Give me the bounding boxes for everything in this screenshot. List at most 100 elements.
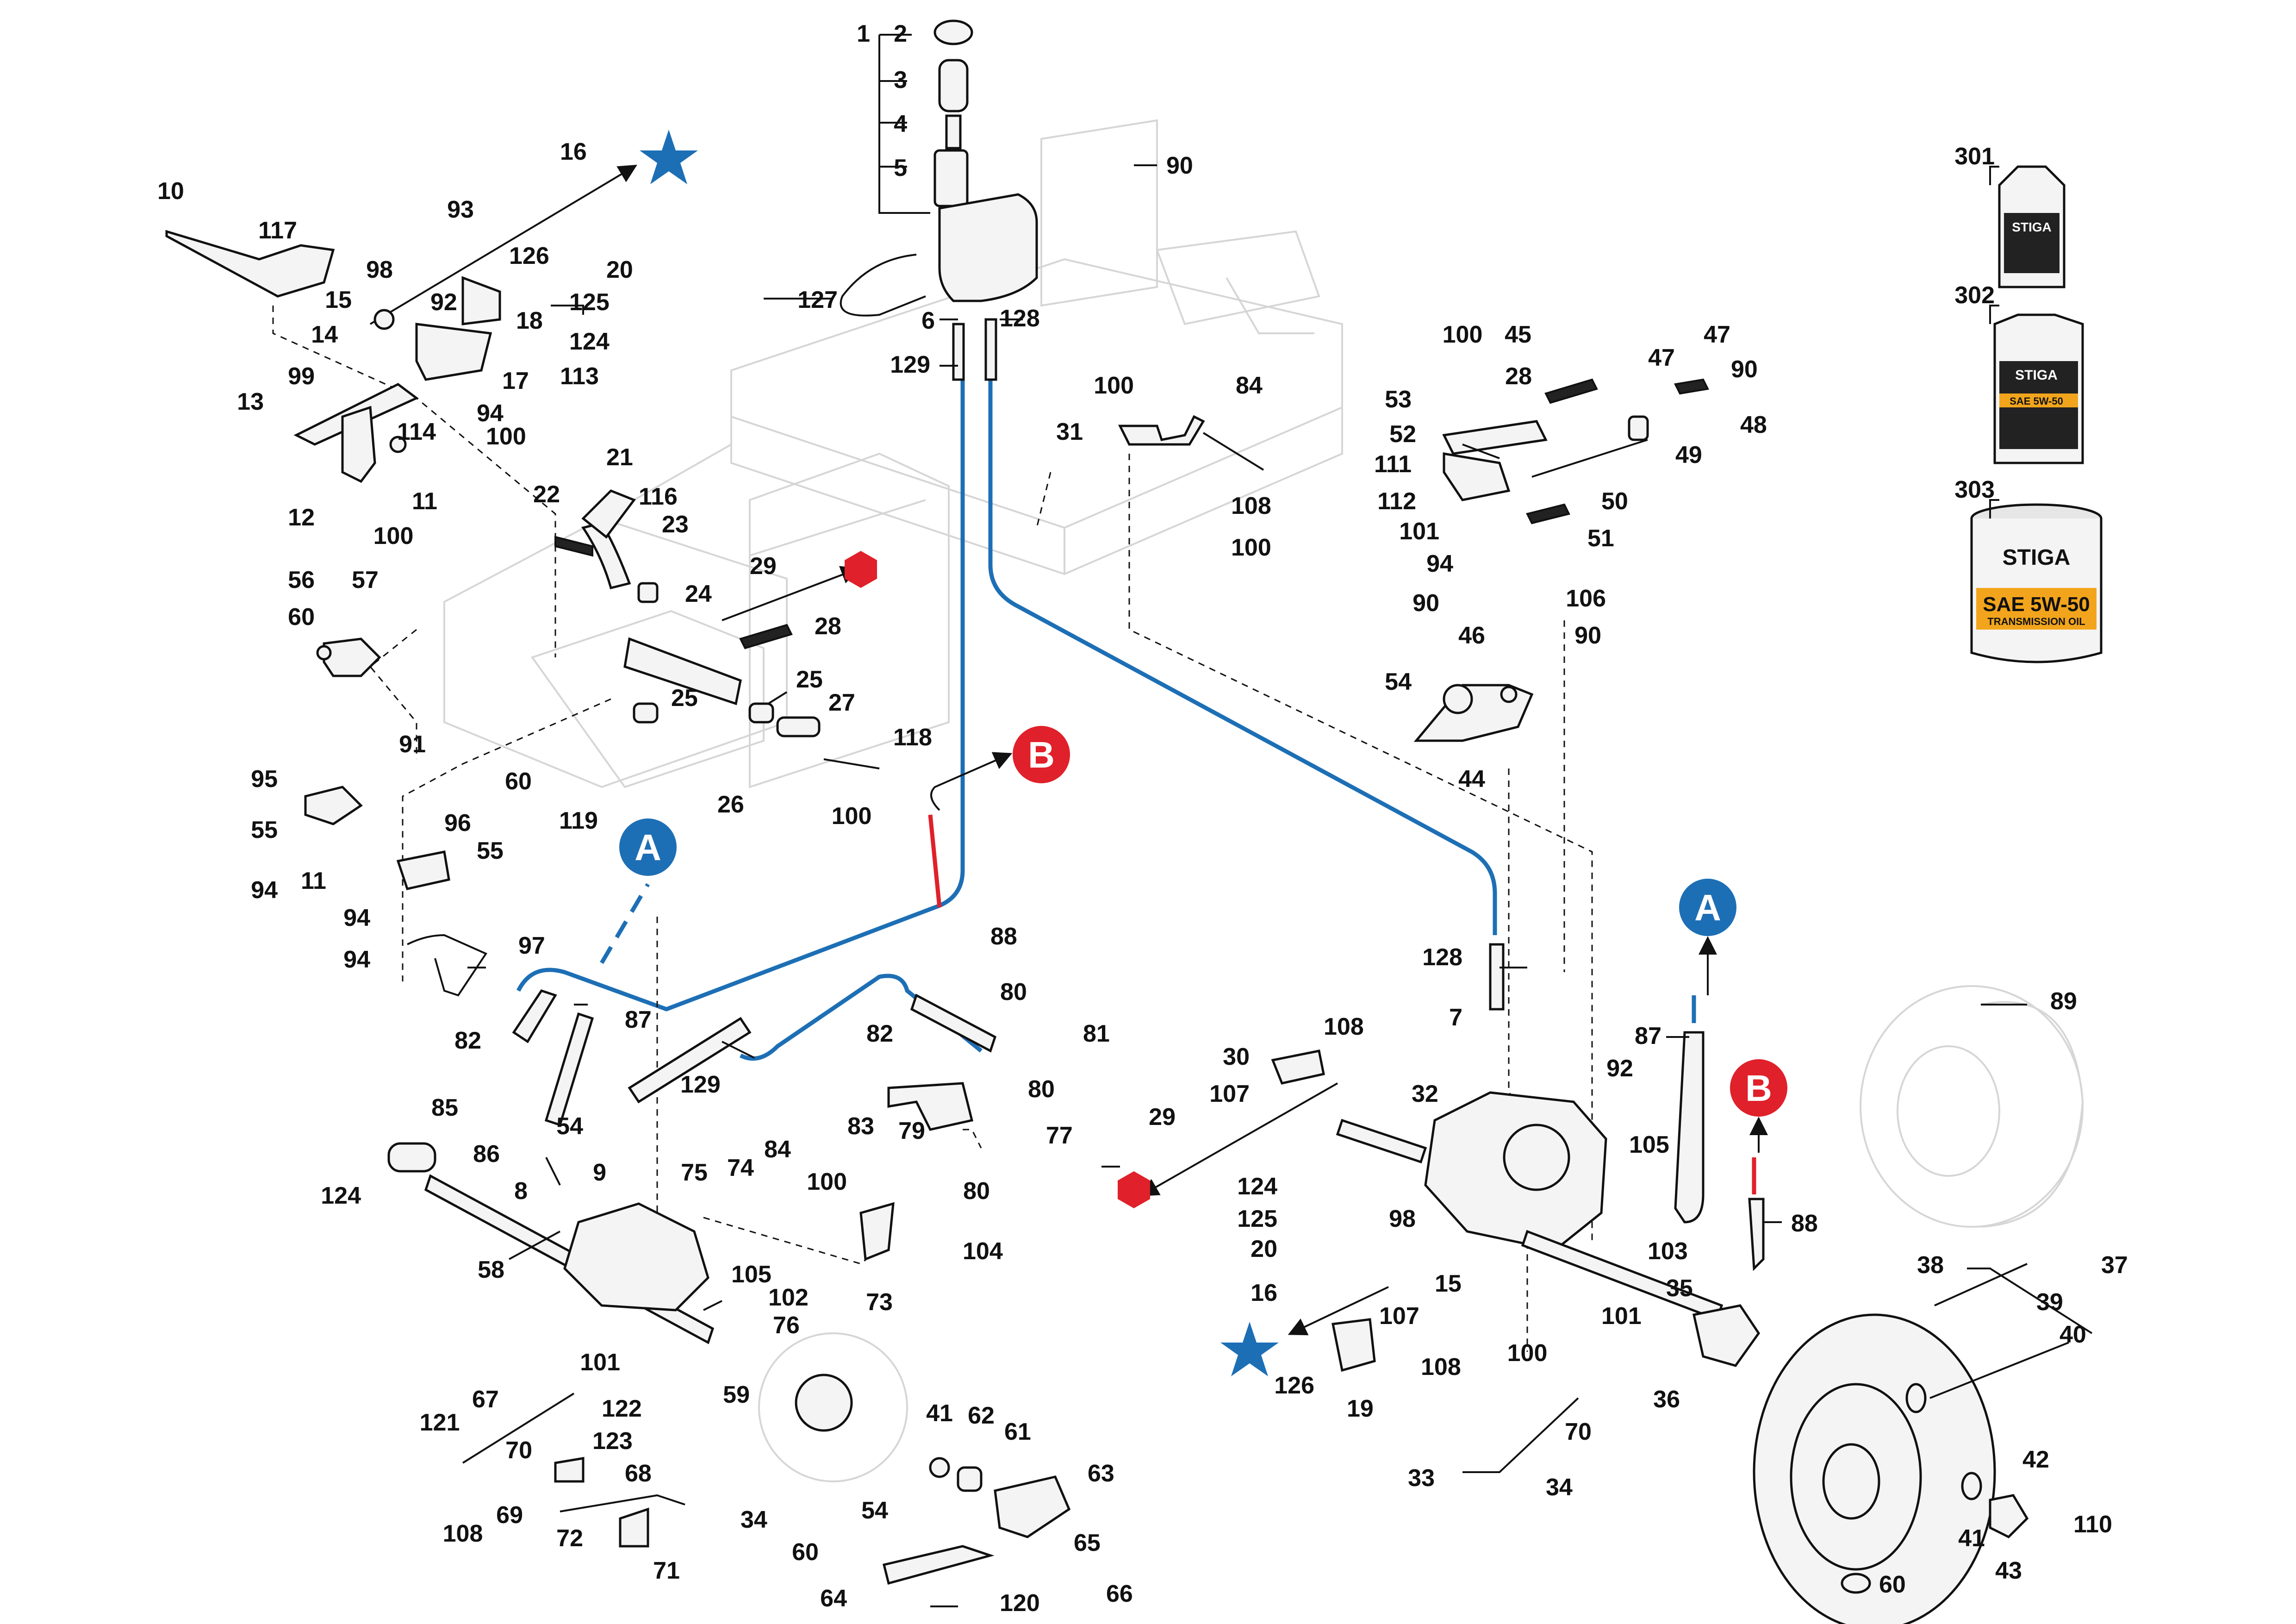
callout-58: 58	[478, 1256, 504, 1283]
callout-101b: 101	[1601, 1303, 1642, 1330]
callout-40: 40	[2060, 1321, 2086, 1348]
can-302-brand: STIGA	[2015, 368, 2058, 383]
callout-100b: 100	[373, 523, 414, 550]
bracket-55	[304, 786, 363, 825]
callout-104: 104	[963, 1238, 1003, 1265]
callout-124a: 124	[569, 328, 610, 355]
callout-29a: 29	[750, 553, 777, 580]
callout-10: 10	[157, 178, 184, 205]
cylinder-82	[512, 989, 557, 1043]
callout-124c: 124	[1237, 1173, 1277, 1200]
callout-90a: 90	[1166, 152, 1193, 179]
spring-28r	[1544, 378, 1598, 404]
callout-105a: 105	[731, 1261, 772, 1288]
callout-112: 112	[1377, 488, 1416, 515]
rod-50	[1531, 439, 1648, 478]
callout-24: 24	[685, 581, 712, 607]
callout-88b: 88	[1791, 1210, 1818, 1237]
callout-2: 2	[894, 20, 907, 47]
callout-47a: 47	[1648, 344, 1675, 371]
callout-22: 22	[533, 481, 560, 508]
callout-118: 118	[893, 724, 932, 751]
bushing-25	[633, 702, 659, 724]
callout-57: 57	[352, 567, 379, 593]
callout-21: 21	[606, 444, 633, 471]
callout-68: 68	[625, 1460, 652, 1487]
callout-92a: 92	[430, 289, 457, 316]
transaxle-left	[563, 1202, 709, 1312]
callout-45: 45	[1505, 321, 1531, 348]
arm-64	[882, 1545, 995, 1585]
bolt-118	[823, 758, 880, 769]
callout-49: 49	[1675, 442, 1702, 468]
callout-60d: 60	[1879, 1571, 1906, 1598]
callout-41a: 41	[926, 1400, 953, 1427]
spring-22	[554, 536, 593, 557]
callout-8: 8	[514, 1178, 528, 1205]
arm-10	[165, 230, 335, 298]
pin-27	[776, 716, 821, 737]
callout-47b: 47	[1704, 321, 1730, 348]
washer-41	[1961, 1472, 1982, 1500]
callout-37: 37	[2101, 1252, 2128, 1279]
callout-89: 89	[2050, 988, 2077, 1015]
callout-11b: 11	[301, 868, 326, 894]
callout-80c: 80	[963, 1178, 990, 1205]
badge-b-right	[1730, 1059, 1787, 1117]
callout-70b: 70	[1565, 1418, 1592, 1445]
drum-303-brand: STIGA	[2003, 545, 2071, 570]
flange-56	[323, 637, 381, 677]
block-49	[1628, 415, 1649, 441]
callout-105b: 105	[1629, 1131, 1669, 1158]
bracket-30	[1271, 1049, 1325, 1085]
callout-46: 46	[1458, 622, 1485, 649]
tube-89-ghost	[1860, 985, 2084, 1228]
callout-60c: 60	[792, 1539, 819, 1566]
callout-60b: 60	[505, 768, 532, 795]
callouts: 1 2 3 4 5 6 7 8 9 10 11 11 12 13 14 15 1…	[157, 20, 2128, 1617]
callout-129b: 129	[680, 1071, 721, 1098]
callout-60a: 60	[288, 604, 315, 631]
callout-76: 76	[773, 1312, 800, 1339]
callout-75: 75	[681, 1159, 708, 1186]
callout-108b: 108	[1231, 493, 1271, 519]
callout-67: 67	[472, 1386, 499, 1413]
callout-123: 123	[592, 1428, 633, 1455]
callout-125b: 125	[1237, 1206, 1277, 1232]
callout-94a: 94	[477, 400, 504, 427]
callout-1: 1	[857, 20, 870, 47]
callout-13: 13	[237, 388, 264, 415]
bushing-25b	[748, 702, 774, 724]
callout-18: 18	[516, 307, 543, 334]
bushing-124	[387, 1142, 436, 1173]
callout-38: 38	[1917, 1252, 1944, 1279]
oil-containers: STIGA STIGA SAE 5W-50 STIGA SAE 5W-50 TR…	[1970, 165, 2103, 663]
hub-59	[795, 1374, 853, 1432]
callout-82b: 82	[866, 1020, 893, 1047]
can-302-product: SAE 5W-50	[2010, 395, 2063, 407]
hex-upper-icon	[845, 551, 877, 588]
bracket-55b	[396, 850, 450, 890]
callout-303: 303	[1954, 476, 1995, 503]
callout-42: 42	[2022, 1446, 2049, 1473]
callout-69: 69	[496, 1502, 523, 1529]
callout-128b: 128	[1422, 944, 1462, 971]
oil-reservoir	[938, 193, 1038, 302]
star-lower-icon	[1220, 1322, 1279, 1376]
callout-50: 50	[1601, 488, 1628, 515]
fitting-129	[952, 323, 965, 381]
plate-52	[1442, 420, 1548, 455]
callout-124b: 124	[321, 1182, 361, 1209]
hose-128-right	[988, 380, 1497, 935]
callout-92b: 92	[1606, 1055, 1633, 1082]
spring-48	[1674, 378, 1709, 395]
callout-34a: 34	[740, 1506, 767, 1533]
callout-30: 30	[1223, 1043, 1250, 1070]
markers: A B A B	[619, 130, 1787, 1376]
pipe-88	[1748, 1198, 1765, 1271]
callout-88a: 88	[990, 923, 1017, 950]
callout-4: 4	[894, 111, 907, 137]
callout-94d: 94	[343, 946, 370, 973]
callout-99: 99	[288, 363, 315, 390]
pulley-46	[1443, 684, 1473, 714]
